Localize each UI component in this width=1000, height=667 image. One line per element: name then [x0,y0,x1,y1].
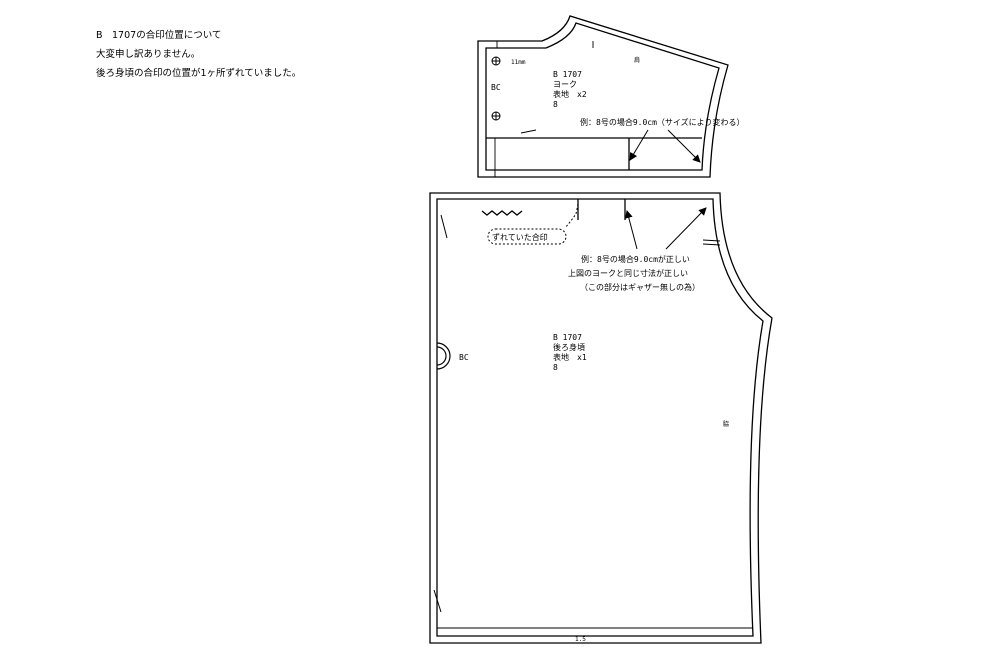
back-body-armhole-tick1 [702,239,721,242]
notice-title: B 1707の合印位置について [96,30,222,41]
correct-note-line3: （この部分はギャザー無しの為） [580,282,700,292]
back-body-bc-marker [436,342,451,370]
yoke-name: ヨーク [553,80,577,89]
notice-block: B 1707の合印位置について 大変申し訳ありません。 後ろ身頃の合印の位置が1… [96,26,301,83]
correct-note-line2: 上図のヨークと同じ寸法が正しい [568,268,688,278]
back-body-size: 8 [553,363,558,372]
back-body-fabric: 表地 x1 [553,352,587,362]
notice-apology: 大変申し訳ありません。 [96,49,201,60]
yoke-shoulder-mark: 肩 [634,56,640,64]
yoke-size: 8 [553,100,558,109]
yoke-inner-outline [485,22,720,171]
wrong-notch-label: ずれていた合印 [492,232,548,242]
back-body-inner-outline [436,198,764,637]
yoke-piece [477,15,729,178]
back-body-outer-outline [429,192,773,644]
back-body-left-tick-bottom [433,589,442,613]
hem-allowance-mark: 1.5 [575,636,586,643]
back-body-arrows [624,207,707,250]
correct-note-line1: 例：8号の場合9.0cmが正しい [581,254,690,264]
gather-zigzag [481,210,523,216]
wrong-notch-callout: ずれていた合印 [487,203,579,245]
back-body-bc-label: BC [459,353,469,362]
yoke-outer-outline [477,15,729,178]
notice-description: 後ろ身頃の合印の位置が1ヶ所ずれていました。 [96,68,302,79]
back-body-left-tick-top [440,214,448,239]
back-body-name: 後ろ身頃 [553,342,585,352]
yoke-code: B 1707 [553,70,582,79]
back-body-code: B 1707 [553,333,582,342]
yoke-grain-tick [520,129,537,134]
back-body-armhole-tick2 [702,243,721,246]
yoke-notch-label: 11mm [511,59,526,66]
yoke-arrows [629,129,701,163]
yoke-fabric: 表地 x2 [553,89,587,99]
yoke-example-note: 例：8号の場合9.0cm（サイズにより変わる） [580,117,745,127]
side-seam-mark: 脇 [723,421,729,428]
yoke-bc-label: BC [491,83,501,92]
yoke-bc-markers [491,56,501,121]
